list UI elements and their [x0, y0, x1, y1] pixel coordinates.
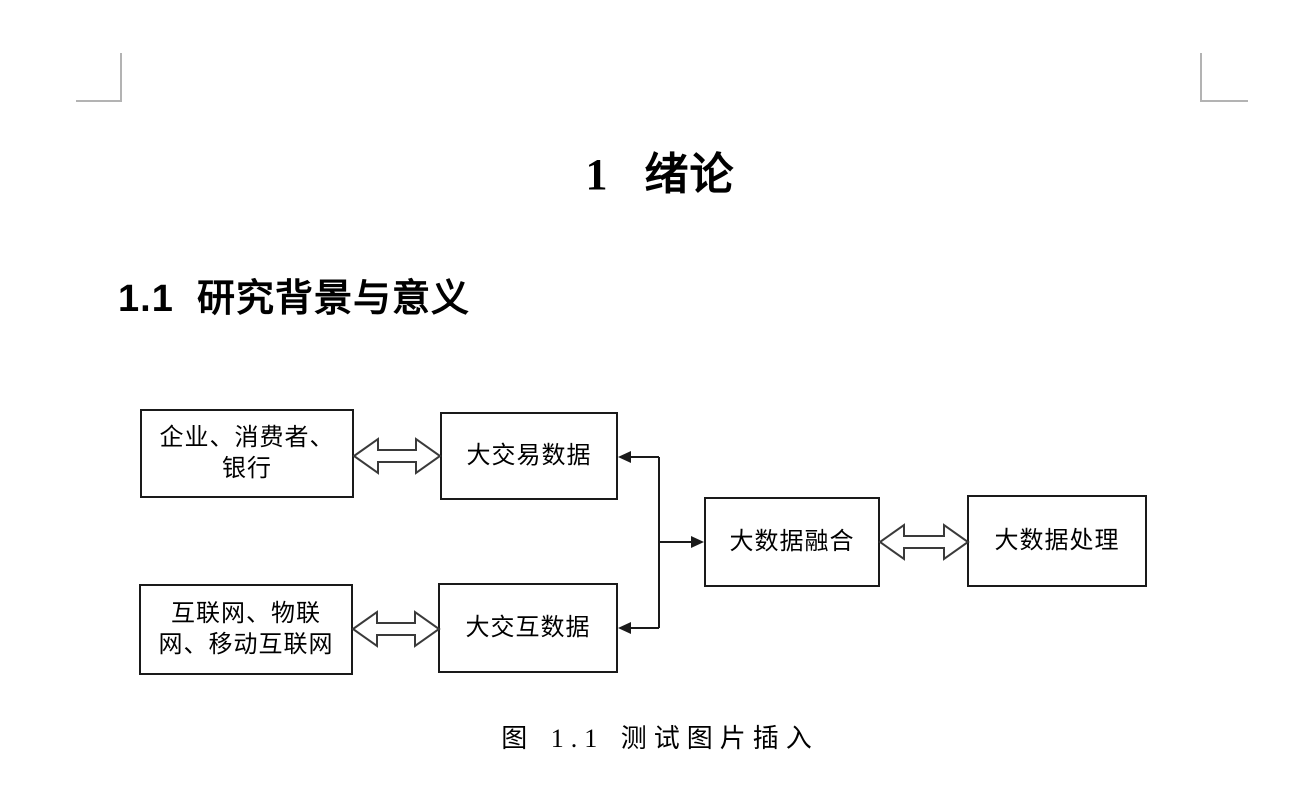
- page-margin-mark-top-left: [76, 53, 122, 102]
- box-label-line: 企业、消费者、: [159, 424, 335, 451]
- box-label: 大数据处理: [994, 527, 1120, 554]
- figure-caption: 图 1.1 测试图片插入: [501, 724, 819, 753]
- box-label-line: 互联网、物联: [171, 600, 321, 627]
- double-arrow-icon: [352, 437, 442, 475]
- diagram-box-transaction-data: 大交易数据: [440, 412, 618, 500]
- chapter-title: 1 绪论: [585, 150, 735, 199]
- box-label-line: 网、移动互联网: [158, 631, 334, 658]
- box-label: 大数据融合: [729, 528, 855, 555]
- connector-arrows: [618, 451, 704, 634]
- double-arrow-icon: [878, 523, 970, 561]
- box-label-line: 银行: [222, 455, 272, 482]
- double-arrow-icon: [351, 610, 441, 648]
- diagram-box-sources-top: 企业、消费者、 银行: [140, 409, 354, 498]
- box-label: 大交互数据: [465, 614, 591, 641]
- diagram-box-sources-bottom: 互联网、物联 网、移动互联网: [139, 584, 353, 675]
- page-margin-mark-top-right: [1200, 53, 1248, 102]
- diagram-box-big-data-fusion: 大数据融合: [704, 497, 880, 587]
- arrowhead-right-middle: [691, 536, 704, 548]
- diagram-box-big-data-processing: 大数据处理: [967, 495, 1147, 587]
- arrowhead-left-top: [618, 451, 631, 463]
- diagram-box-interaction-data: 大交互数据: [438, 583, 618, 673]
- arrowhead-left-bottom: [618, 622, 631, 634]
- box-label: 大交易数据: [466, 442, 592, 469]
- section-heading: 1.1 研究背景与意义: [118, 278, 470, 320]
